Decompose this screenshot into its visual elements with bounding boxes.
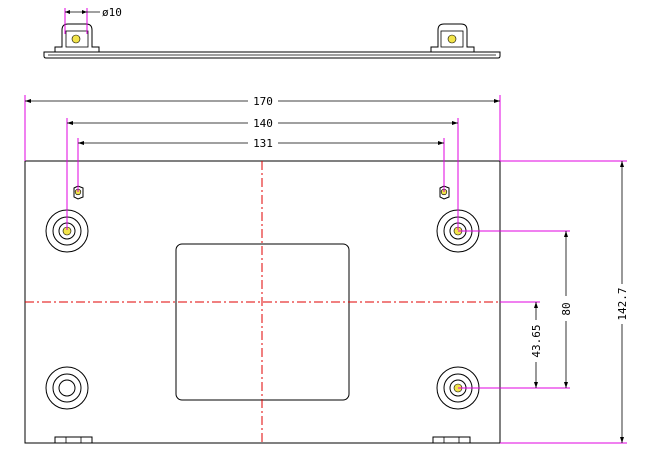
- offset-dimension-43-65: 43.65: [530, 302, 543, 388]
- side-view: ø10: [43, 6, 501, 59]
- width-label: 170: [253, 95, 273, 108]
- vertical-spacing-label: 80: [560, 302, 573, 315]
- hole-spacing-dimension-140: 140: [66, 117, 459, 230]
- vertical-spacing-dimension-80: 80: [560, 231, 573, 388]
- mounting-hole-bottom-left: [45, 366, 89, 410]
- front-view: [24, 160, 501, 445]
- right-standoff: [430, 23, 475, 52]
- offset-label: 43.65: [530, 324, 543, 357]
- width-dimension-170: 170: [24, 95, 501, 161]
- left-standoff: [54, 23, 100, 52]
- bottom-notch-left: [54, 436, 93, 443]
- nut-spacing-dimension-131: 131: [77, 137, 445, 192]
- height-dimension-142-7: 142.7: [616, 161, 629, 443]
- nut-spacing-label: 131: [253, 137, 273, 150]
- diameter-label: ø10: [102, 6, 122, 19]
- diameter-dimension: ø10: [64, 6, 122, 34]
- bottom-notch-right: [432, 436, 471, 443]
- hole-spacing-label: 140: [253, 117, 273, 130]
- side-view-plate: [43, 51, 501, 59]
- height-label: 142.7: [616, 287, 629, 320]
